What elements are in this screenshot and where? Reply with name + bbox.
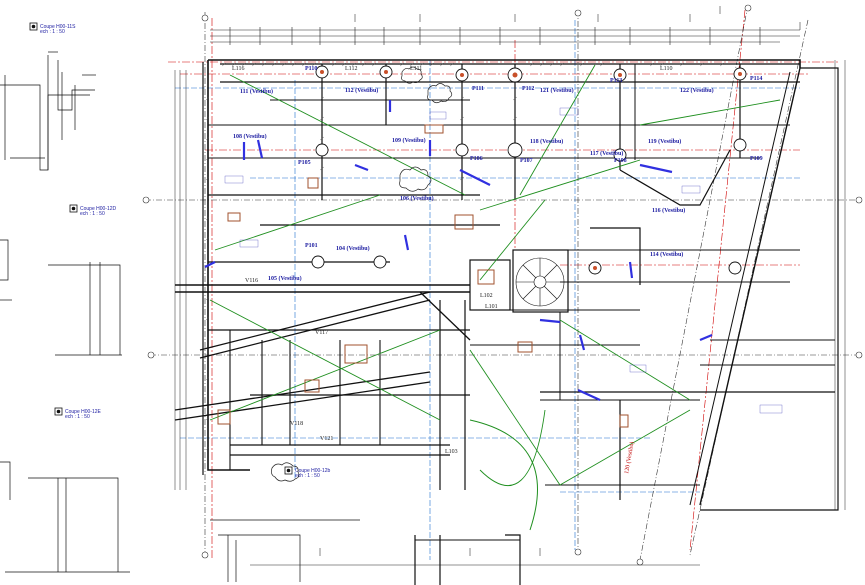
curved-wall — [469, 419, 538, 531]
axis-bubble-icon — [636, 558, 644, 566]
section-scale: ech : 1 : 50 — [65, 414, 90, 420]
section-marker-icon — [69, 204, 78, 213]
small-notes — [224, 107, 783, 414]
post-tag: P101 — [305, 243, 318, 249]
column-icon — [733, 138, 747, 152]
post-tag: P113 — [610, 78, 622, 84]
section-title: Coupe H00-12E — [65, 409, 102, 415]
axis-bubble-icon — [855, 196, 863, 204]
room-label: 105 (Vestibu) — [268, 275, 302, 282]
room-label: 118 (Vestibu) — [530, 138, 563, 145]
axis-bubble-icon — [855, 351, 863, 359]
annotation-markers — [204, 100, 713, 402]
axis-bubble-icon — [201, 551, 209, 559]
post-tag: P111 — [472, 86, 484, 92]
beam-tag: L111 — [410, 66, 422, 72]
beam-tag: V118 — [290, 421, 303, 427]
section-detail-4: Coupe H00-12b ech : 1 : 50 — [210, 466, 360, 582]
section-title: Coupe H00-12b — [295, 468, 331, 474]
section-scale: ech : 1 : 50 — [40, 29, 65, 35]
axis-bubble-icon — [142, 196, 150, 204]
room-label: 121 (Vestibu) — [540, 87, 574, 94]
section-marker-dot-icon — [71, 206, 76, 211]
column-icon — [455, 143, 469, 157]
section-detail-2: Coupe H00-12D ech : 1 : 50 — [0, 204, 122, 356]
spiral-staircase — [515, 257, 565, 307]
beam-tag: V116 — [245, 278, 258, 284]
section-marker-icon — [54, 407, 63, 416]
column-icon — [373, 255, 387, 269]
post-tag: P109 — [750, 156, 763, 162]
opening-markers — [217, 124, 629, 428]
axis-bubble-icon — [574, 9, 582, 17]
section-marker-dot-icon — [286, 468, 291, 473]
beam-tag: L110 — [660, 66, 672, 72]
columns — [311, 65, 747, 275]
beam-tag: V117 — [315, 330, 328, 336]
section-scale: ech : 1 : 50 — [295, 473, 320, 479]
room-label: 106 (Vestibu) — [400, 195, 434, 202]
structural-walls — [174, 59, 839, 585]
post-tags: P110 P111 P112 P113 P114 P105 P106 P107 … — [298, 66, 763, 249]
post-tag: P105 — [298, 160, 311, 166]
concrete-hatch — [205, 62, 725, 451]
beam-tag: L116 — [232, 66, 244, 72]
section-detail-1: Coupe H00-11S ech : 1 : 50 — [0, 22, 96, 171]
section-marker-dot-icon — [31, 24, 36, 29]
beam-tag: L103 — [445, 449, 458, 455]
revision-clouds — [271, 66, 453, 482]
room-label: 104 (Vestibu) — [336, 245, 370, 252]
beam-tag: L112 — [345, 66, 357, 72]
room-labels: 111 (Vestibu) 112 (Vestibu) 121 (Vestibu… — [233, 87, 714, 474]
section-marker-icon — [29, 22, 38, 31]
section-scale: ech : 1 : 50 — [80, 211, 105, 217]
post-tag: P107 — [520, 158, 533, 164]
column-icon — [507, 142, 523, 158]
room-label: 109 (Vestibu) — [392, 137, 426, 144]
post-tag: P106 — [470, 156, 483, 162]
room-label: 116 (Vestibu) — [652, 207, 685, 214]
room-label: 117 (Vestibu) — [590, 150, 623, 157]
room-label: 114 (Vestibu) — [650, 251, 683, 258]
axis-bubble-icon — [201, 14, 209, 22]
tick-marks — [319, 6, 801, 556]
room-label: 120 (Vestibu) — [623, 441, 636, 474]
section-marker-dot-icon — [56, 409, 61, 414]
room-label: 119 (Vestibu) — [648, 138, 681, 145]
section-title: Coupe H00-11S — [40, 24, 76, 30]
section-marker-icon — [284, 466, 293, 475]
column-icon — [613, 148, 627, 162]
beam-tag: V121 — [320, 436, 333, 442]
axis-bubble-icon — [147, 351, 155, 359]
room-label: 112 (Vestibu) — [345, 87, 378, 94]
beam-lines — [209, 64, 781, 487]
room-label: 122 (Vestibu) — [680, 87, 714, 94]
room-label: 108 (Vestibu) — [233, 133, 267, 140]
axis-bubble-icon — [744, 4, 752, 12]
post-tag: P110 — [305, 66, 317, 72]
post-tag: P112 — [522, 86, 534, 92]
post-tag: P114 — [750, 76, 762, 82]
section-title: Coupe H00-12D — [80, 206, 117, 212]
beam-tag: L102 — [480, 293, 493, 299]
section-detail-3: Coupe H00-12E ech : 1 : 50 — [0, 407, 130, 573]
post-tag: P108 — [614, 158, 627, 164]
column-icon — [311, 255, 325, 269]
beam-tags: L116 L112 L111 L110 L102 L101 L103 V116 … — [232, 66, 672, 455]
column-icon — [728, 261, 742, 275]
room-label: 111 (Vestibu) — [240, 88, 273, 95]
axis-grid — [142, 4, 863, 566]
axis-bubble-icon — [574, 548, 582, 556]
beam-tag: L101 — [485, 304, 498, 310]
column-icon — [315, 143, 329, 157]
